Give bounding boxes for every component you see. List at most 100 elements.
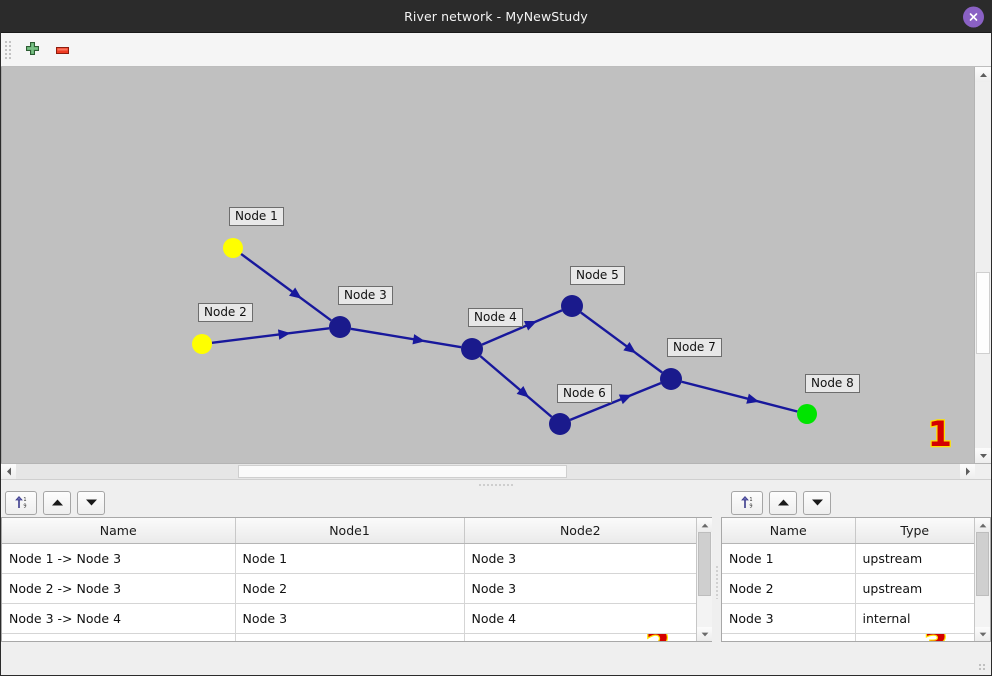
scroll-down-icon[interactable] <box>975 448 991 463</box>
graph-vscroll-track[interactable] <box>975 82 991 448</box>
move-up-button[interactable] <box>43 491 71 515</box>
nodes-vscroll-track[interactable] <box>975 532 990 627</box>
graph-node-label[interactable]: Node 3 <box>338 286 393 305</box>
reaches-statusbar <box>1 642 712 675</box>
table-cell[interactable]: Node 2 <box>722 574 855 604</box>
remove-node-button[interactable] <box>47 36 77 64</box>
move-down-button[interactable] <box>803 491 831 515</box>
column-header[interactable]: Name <box>722 518 855 544</box>
nodes-vscroll-thumb[interactable] <box>976 532 989 596</box>
graph-node-node-3 <box>329 316 351 338</box>
arrow-down-icon <box>85 498 98 507</box>
reaches-scroll-down-icon[interactable] <box>697 627 712 641</box>
nodes-panel: 1 9 <box>721 488 991 675</box>
reaches-table[interactable]: NameNode1Node2 Node 1 -> Node 3Node 1Nod… <box>2 518 696 641</box>
graph-vertical-scrollbar[interactable] <box>974 67 991 463</box>
table-row[interactable]: Node 2upstream <box>722 574 974 604</box>
nodes-table-body: Node 1upstreamNode 2upstreamNode 3intern… <box>722 544 974 642</box>
table-row[interactable]: Node 1 -> Node 3Node 1Node 3 <box>2 544 696 574</box>
sort-button[interactable]: 1 9 <box>731 491 763 515</box>
horizontal-splitter[interactable] <box>1 480 991 488</box>
graph-node-label[interactable]: Node 6 <box>557 384 612 403</box>
sort-button[interactable]: 1 9 <box>5 491 37 515</box>
annotation-2: 2 <box>646 634 670 642</box>
graph-edge-arrowhead <box>278 329 291 339</box>
table-cell[interactable]: Node 4 <box>464 604 696 634</box>
scroll-right-icon[interactable] <box>960 464 975 479</box>
close-icon[interactable] <box>963 6 984 27</box>
scroll-left-icon[interactable] <box>1 464 16 479</box>
graph-hscroll-thumb[interactable] <box>238 465 567 478</box>
graph-edge-arrowhead <box>623 342 636 353</box>
river-network-graph[interactable]: Node 1 Node 2 Node 3 Node 4 Node 5 Node 6 Node… <box>2 67 974 463</box>
table-row[interactable]: Node 2 -> Node 3Node 2Node 3 <box>2 574 696 604</box>
vertical-splitter[interactable] <box>712 488 721 675</box>
svg-text:9: 9 <box>749 504 752 510</box>
table-row[interactable]: Node 3internal <box>722 604 974 634</box>
window-resize-grip[interactable] <box>978 663 987 672</box>
table-cell[interactable]: upstream <box>855 574 974 604</box>
add-node-button[interactable] <box>17 36 47 64</box>
table-cell[interactable]: Node 3 <box>464 544 696 574</box>
svg-text:9: 9 <box>23 504 26 510</box>
table-cell[interactable]: Node 3 <box>464 574 696 604</box>
nodes-table[interactable]: NameType Node 1upstreamNode 2upstreamNod… <box>722 518 974 641</box>
graph-hscroll-track[interactable] <box>16 464 960 479</box>
arrow-up-icon <box>51 498 64 507</box>
reaches-vertical-scrollbar[interactable] <box>696 518 712 641</box>
red-minus-icon <box>54 44 71 56</box>
nodes-scroll-down-icon[interactable] <box>975 627 990 641</box>
green-plus-icon <box>24 41 41 58</box>
table-cell[interactable]: Node 1 <box>722 544 855 574</box>
table-cell[interactable]: Node 2 -> Node 3 <box>2 574 235 604</box>
graph-node-label[interactable]: Node 5 <box>570 266 625 285</box>
move-down-button[interactable] <box>77 491 105 515</box>
graph-edge <box>581 313 662 373</box>
table-row[interactable]: Node 3 -> Node 4Node 3Node 4 <box>2 604 696 634</box>
reaches-vscroll-track[interactable] <box>697 532 712 627</box>
table-cell[interactable]: Node 4 <box>722 634 855 642</box>
graph-node-label[interactable]: Node 7 <box>667 338 722 357</box>
column-header[interactable]: Node2 <box>464 518 696 544</box>
column-header[interactable]: Node1 <box>235 518 464 544</box>
graph-node-label[interactable]: Node 1 <box>229 207 284 226</box>
graph-node-node-4 <box>461 338 483 360</box>
reaches-scroll-up-icon[interactable] <box>697 518 712 532</box>
nodes-toolbar: 1 9 <box>721 488 991 517</box>
reaches-table-body: Node 1 -> Node 3Node 1Node 3Node 2 -> No… <box>2 544 696 642</box>
table-row[interactable]: Node 4 -> Node 5Node 4Node 52 <box>2 634 696 642</box>
table-row[interactable]: Node 1upstream <box>722 544 974 574</box>
reaches-vscroll-thumb[interactable] <box>698 532 711 596</box>
column-header[interactable]: Name <box>2 518 235 544</box>
window-title: River network - MyNewStudy <box>404 9 588 24</box>
graph-node-label[interactable]: Node 4 <box>468 308 523 327</box>
nodes-vertical-scrollbar[interactable] <box>974 518 990 641</box>
graph-node-label[interactable]: Node 2 <box>198 303 253 322</box>
table-cell[interactable]: Node 1 -> Node 3 <box>2 544 235 574</box>
nodes-table-header: NameType <box>722 518 974 544</box>
main-toolbar <box>1 33 991 67</box>
column-header[interactable]: Type <box>855 518 974 544</box>
table-cell[interactable]: Node 52 <box>464 634 696 642</box>
table-cell[interactable]: Node 4 -> Node 5 <box>2 634 235 642</box>
toolbar-grip[interactable] <box>4 40 13 60</box>
table-row[interactable]: Node 4internal3 <box>722 634 974 642</box>
table-cell[interactable]: upstream <box>855 544 974 574</box>
graph-vscroll-thumb[interactable] <box>976 272 990 354</box>
table-cell[interactable]: internal3 <box>855 634 974 642</box>
move-up-button[interactable] <box>769 491 797 515</box>
graph-node-label[interactable]: Node 8 <box>805 374 860 393</box>
table-cell[interactable]: Node 4 <box>235 634 464 642</box>
scroll-up-icon[interactable] <box>975 67 991 82</box>
vertical-splitter-grip <box>715 565 718 599</box>
table-cell[interactable]: Node 3 -> Node 4 <box>2 604 235 634</box>
table-cell[interactable]: Node 3 <box>235 604 464 634</box>
table-cell[interactable]: internal <box>855 604 974 634</box>
table-cell[interactable]: Node 3 <box>722 604 855 634</box>
graph-edge <box>351 329 461 347</box>
table-cell[interactable]: Node 1 <box>235 544 464 574</box>
table-cell[interactable]: Node 2 <box>235 574 464 604</box>
nodes-scroll-up-icon[interactable] <box>975 518 990 532</box>
graph-horizontal-scrollbar[interactable] <box>1 463 991 480</box>
